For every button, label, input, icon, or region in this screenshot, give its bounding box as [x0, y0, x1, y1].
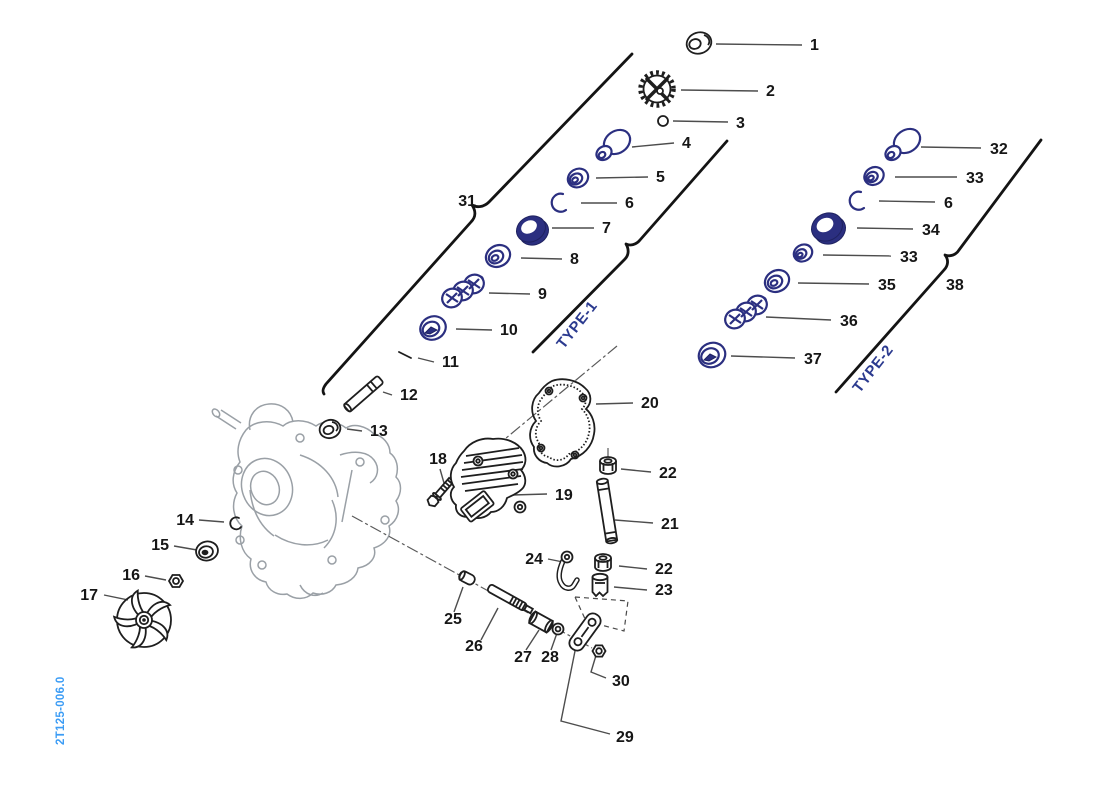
callout-label-19: 19 [555, 487, 573, 504]
part-23-joint [591, 572, 609, 598]
callout-label-18: 18 [429, 451, 447, 468]
part-36-spring-stack [724, 294, 768, 330]
callout-label-4: 4 [682, 135, 691, 152]
part-1-collar [685, 31, 713, 55]
callout-label-34: 34 [922, 222, 940, 239]
callout-label-27: 27 [514, 649, 532, 666]
callout-label-15: 15 [151, 537, 169, 554]
part-30-nut [591, 644, 607, 658]
callout-label-37: 37 [804, 351, 822, 368]
callout-label-12: 12 [400, 387, 418, 404]
part-2-sprocket [638, 70, 676, 108]
callout-label-22a: 22 [659, 465, 677, 482]
part-13-seal-washer [318, 418, 342, 440]
callout-label-8: 8 [570, 251, 579, 268]
callout-label-25: 25 [444, 611, 462, 628]
part-11-pin [398, 351, 412, 359]
part-21-tube [595, 477, 619, 545]
part-3-ball [657, 115, 669, 127]
callout-label-23: 23 [655, 582, 673, 599]
callout-label-36: 36 [840, 313, 858, 330]
part-18-bolt [426, 476, 455, 508]
callout-label-30: 30 [612, 673, 630, 690]
callout-label-14: 14 [176, 512, 194, 529]
callout-label-24: 24 [525, 551, 543, 568]
bracket-38 [834, 138, 1043, 394]
bracket-31 [321, 52, 634, 396]
part-34-oil-seal [811, 212, 846, 245]
callout-label-16: 16 [122, 567, 140, 584]
part-24-breather-pipe [556, 550, 580, 591]
part-17-impeller [112, 588, 172, 649]
part-7-oil-seal [516, 215, 549, 246]
drawing-code: 2T125-006.0 [55, 676, 67, 745]
callout-label-2: 2 [766, 83, 775, 100]
part-19-pump-cover [449, 437, 527, 523]
callout-label-26: 26 [465, 638, 483, 655]
callout-label-3: 3 [736, 115, 745, 132]
part-5-bearing-small [566, 167, 590, 189]
part-33-bearing-small-b [792, 243, 814, 263]
part-26-adjuster-rod [486, 584, 535, 615]
callout-label-10: 10 [500, 322, 518, 339]
callout-labels: 1 2 3 4 5 6 7 8 9 10 11 12 13 14 15 16 1… [80, 37, 1008, 746]
part-12-shaft [343, 375, 384, 413]
callout-label-13: 13 [370, 423, 388, 440]
callout-label-17: 17 [80, 587, 98, 604]
callout-label-9: 9 [538, 286, 547, 303]
callout-label-7: 7 [602, 220, 611, 237]
part-35-bearing [763, 268, 791, 294]
callout-label-6b: 6 [944, 195, 953, 212]
callout-label-22b: 22 [655, 561, 673, 578]
part-8-bearing [484, 243, 512, 269]
callout-label-1: 1 [810, 37, 819, 54]
crankcase-drawing [211, 403, 402, 600]
part-33-bearing-small-a [863, 165, 885, 187]
callout-label-28: 28 [541, 649, 559, 666]
type2-parts [697, 127, 922, 369]
callout-label-11: 11 [442, 354, 459, 371]
part-20-gasket [529, 378, 596, 468]
part-25-bushing [458, 570, 476, 586]
callout-label-20: 20 [641, 395, 659, 412]
type1-parts [419, 128, 632, 341]
part-6-circlip-b [848, 190, 866, 211]
callout-label-33a: 33 [966, 170, 984, 187]
callout-label-21: 21 [661, 516, 679, 533]
callout-label-35: 35 [878, 277, 896, 294]
assembly-brackets [321, 52, 1043, 396]
part-28-nut-small [551, 622, 565, 636]
callout-label-33b: 33 [900, 249, 918, 266]
callout-label-6a: 6 [625, 195, 634, 212]
part-22-nut-lower [594, 553, 612, 572]
part-29-link-plate [568, 612, 602, 652]
callout-label-38: 38 [946, 277, 964, 294]
callout-label-29: 29 [616, 729, 634, 746]
part-4-bushing [595, 128, 632, 162]
part-14-circlip [229, 516, 242, 531]
part-10-seal-cap [419, 315, 447, 341]
part-27-bushing [527, 610, 555, 634]
callout-label-5: 5 [656, 169, 665, 186]
bracket-type1 [531, 139, 729, 354]
part-32-bushing [884, 127, 922, 162]
part-37-seal-cap [697, 341, 727, 369]
part-16-nut [167, 574, 185, 588]
callout-label-32: 32 [990, 141, 1008, 158]
callout-label-31: 31 [458, 193, 476, 210]
part-22-nut-upper [599, 456, 617, 475]
callout-leader-lines [103, 43, 982, 735]
part-9-spring-stack [441, 273, 485, 309]
part-6-circlip [550, 192, 568, 213]
part-15-seal [195, 540, 219, 562]
